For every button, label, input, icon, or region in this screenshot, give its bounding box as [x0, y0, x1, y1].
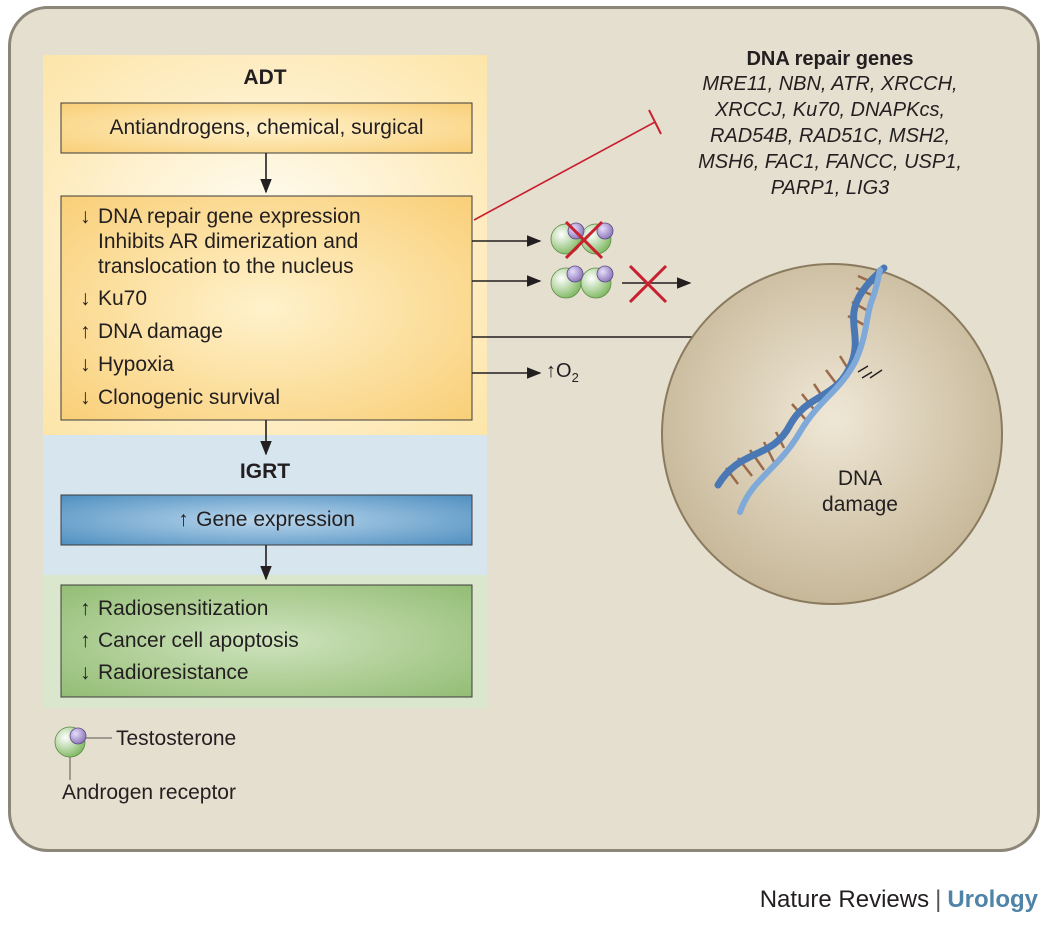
effect-text: translocation to the nucleus [98, 255, 354, 278]
legend-androgen-receptor: Androgen receptor [62, 781, 236, 804]
adt-title: ADT [243, 66, 287, 89]
footer-separator: | [935, 886, 942, 913]
effect-item: translocation to the nucleus [80, 254, 361, 279]
up-arrow-icon: ↑ [546, 360, 556, 382]
arrow-icon: ↓ [80, 287, 91, 310]
oxygen-label: ↑O2 [546, 360, 579, 385]
arrow-icon: ↑ [80, 597, 91, 620]
arrow-icon: ↑ [178, 508, 189, 531]
dna-damage-label-line: damage [822, 493, 898, 516]
gene-list-line: MSH6, FAC1, FANCC, USP1, [698, 151, 962, 173]
arrow-icon: ↓ [80, 661, 91, 684]
effect-item: ↓ Hypoxia [80, 348, 361, 381]
outcome-text: Radiosensitization [98, 597, 269, 620]
effect-item: ↓ DNA repair gene expression [80, 204, 361, 229]
arrow-icon: ↓ [80, 205, 91, 228]
outcome-box [60, 584, 473, 698]
footer-journal: Urology [947, 886, 1038, 913]
blocked-dimer-icon [550, 220, 614, 260]
dna-damage-label: DNA damage [790, 466, 930, 518]
igrt-box-text: Gene expression [196, 508, 355, 531]
blocked-translocation-x-icon [628, 264, 668, 304]
arrow-icon: ↓ [80, 353, 91, 376]
adt-top-box-label: Antiandrogens, chemical, surgical [109, 116, 424, 139]
outcome-text: Radioresistance [98, 661, 249, 684]
dna-repair-genes: DNA repair genes MRE11, NBN, ATR, XRCCH,… [660, 48, 1000, 201]
dimer-icon [550, 265, 614, 299]
adt-effects-list: ↓ DNA repair gene expression Inhibits AR … [80, 204, 361, 414]
outcome-list: ↑ Radiosensitization ↑ Cancer cell apoptos… [80, 593, 299, 689]
gene-list-line: MRE11, NBN, ATR, XRCCH, [702, 73, 958, 95]
oxygen-subscript: 2 [571, 370, 579, 385]
igrt-box-label: ↑ Gene expression [61, 504, 472, 536]
effect-text: Clonogenic survival [98, 386, 281, 409]
dna-helix-icon [714, 264, 888, 515]
outcome-item: ↓ Radioresistance [80, 657, 299, 689]
effect-text: Inhibits AR dimerization and [98, 230, 359, 253]
effect-text: Ku70 [98, 287, 148, 310]
effect-text: DNA repair gene expression [98, 205, 361, 228]
effect-item: ↓ Ku70 [80, 282, 361, 315]
arrow-icon: ↓ [80, 386, 91, 409]
dna-repair-title: DNA repair genes [746, 48, 914, 70]
nucleus [661, 263, 1003, 605]
adt-effects-box [60, 195, 473, 421]
outcome-item: ↑ Radiosensitization [80, 593, 299, 625]
gene-list-line: RAD54B, RAD51C, MSH2, [709, 125, 951, 147]
effect-item: Inhibits AR dimerization and [80, 229, 361, 254]
effect-text: DNA damage [98, 320, 223, 343]
gene-list-line: XRCCJ, Ku70, DNAPKcs, [714, 99, 946, 121]
outcome-text: Cancer cell apoptosis [98, 629, 299, 652]
outcome-item: ↑ Cancer cell apoptosis [80, 625, 299, 657]
footer-credit: Nature Reviews|Urology [760, 886, 1038, 914]
arrow-icon: ↑ [80, 320, 91, 343]
gene-list-line: PARP1, LIG3 [770, 177, 890, 199]
effect-item: ↑ DNA damage [80, 315, 361, 348]
arrow-icon: ↑ [80, 629, 91, 652]
legend-testosterone: Testosterone [116, 727, 237, 750]
inhibition-line [473, 121, 656, 221]
dna-damage-label-line: DNA [837, 467, 883, 490]
effect-item: ↓ Clonogenic survival [80, 381, 361, 414]
oxygen-symbol: O [556, 360, 572, 382]
inhibition-bar [648, 109, 662, 135]
legend-receptor-icon [54, 726, 112, 780]
igrt-title: IGRT [239, 460, 291, 483]
effect-text: Hypoxia [98, 353, 174, 376]
footer-publisher: Nature Reviews [759, 886, 930, 913]
